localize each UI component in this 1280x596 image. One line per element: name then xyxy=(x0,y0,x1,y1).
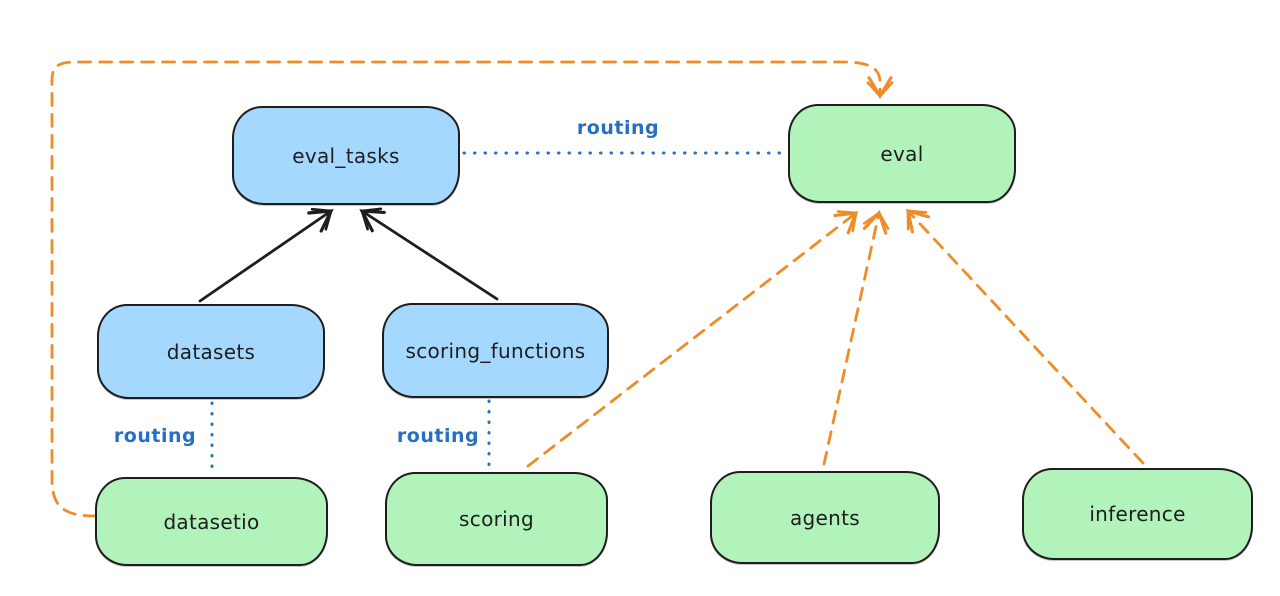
node-scoring-label: scoring xyxy=(459,507,534,531)
node-inference-label: inference xyxy=(1089,502,1186,526)
node-eval-tasks: eval_tasks xyxy=(232,106,460,205)
node-eval-label: eval xyxy=(880,141,924,166)
node-datasets: datasets xyxy=(97,304,325,399)
routing-label-eval-tasks-eval: routing xyxy=(576,117,660,139)
edge-datasetio-to-eval xyxy=(50,60,894,518)
edge-scoring-to-eval xyxy=(526,210,859,468)
node-agents-label: agents xyxy=(790,505,860,530)
node-scoring-functions-label: scoring_functions xyxy=(405,338,586,363)
node-datasets-label: datasets xyxy=(166,339,256,364)
edge-scoring-functions-to-eval-tasks xyxy=(359,207,499,301)
node-agents: agents xyxy=(710,471,940,564)
routing-label-datasets-datasetio: routing xyxy=(113,425,197,447)
edge-agents-to-eval xyxy=(822,210,890,466)
node-datasetio-label: datasetio xyxy=(163,509,260,534)
edge-inference-to-eval xyxy=(905,208,1145,465)
node-scoring: scoring xyxy=(385,472,608,566)
node-eval: eval xyxy=(788,104,1016,203)
node-eval-tasks-label: eval_tasks xyxy=(292,143,400,168)
routing-label-scoring-functions-scoring: routing xyxy=(396,425,480,447)
node-inference: inference xyxy=(1022,468,1253,560)
node-scoring-functions: scoring_functions xyxy=(382,303,609,398)
edge-datasets-to-eval-tasks xyxy=(198,207,334,303)
node-datasetio: datasetio xyxy=(95,477,328,566)
